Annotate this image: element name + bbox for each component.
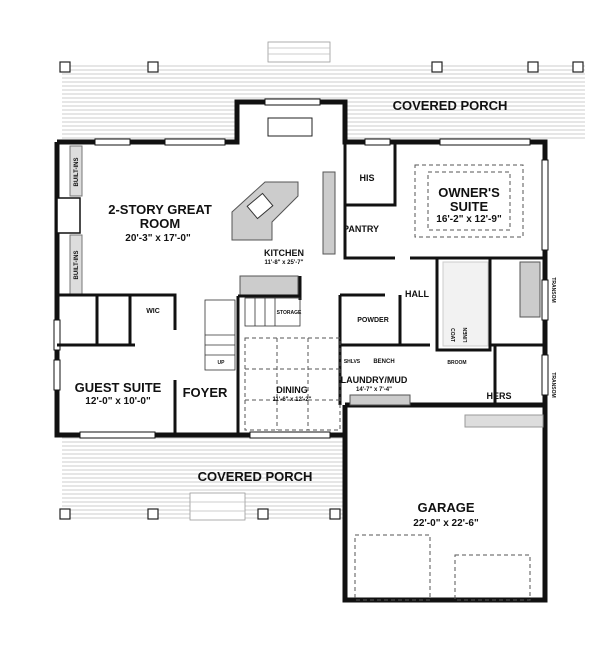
- interior-walls: [57, 142, 545, 435]
- hall-label: HALL: [405, 289, 429, 299]
- dining-dims: 11'-6" x 12'-2": [273, 397, 312, 403]
- built-ins-top-label: BUILT-INS: [74, 158, 80, 187]
- linen-label: LINEN: [463, 327, 469, 342]
- hers-label: HERS: [486, 391, 511, 401]
- garage-label: GARAGE: [417, 500, 474, 515]
- kitchen-counter: [322, 171, 336, 255]
- wic-label: WIC: [146, 308, 160, 315]
- bench-label: BENCH: [373, 359, 394, 365]
- covered-porch-top-label: COVERED PORCH: [393, 98, 508, 113]
- shelves-label: SHLVS: [344, 359, 361, 365]
- house-footprint: [57, 102, 545, 600]
- owners-suite-label-1: OWNER'S: [438, 185, 500, 200]
- storage-label: STORAGE: [277, 310, 302, 316]
- laundry-label: LAUNDRY/MUD: [341, 375, 408, 385]
- bottom-porch-steps: [189, 492, 246, 521]
- stairs-up-label: UP: [218, 360, 226, 366]
- powder-label: POWDER: [357, 317, 389, 324]
- owner-bath-shower: [442, 261, 489, 347]
- garage-door-right: [454, 554, 531, 601]
- windows: [53, 98, 549, 439]
- coat-label: COAT: [449, 328, 455, 342]
- bottom-porch-deck: [62, 437, 345, 521]
- laundry-counter: [349, 394, 411, 406]
- stairs: [204, 297, 301, 371]
- transom-top-label: TRANSOM: [550, 277, 556, 302]
- garage-dims: 22'-0" x 22'-6": [413, 518, 479, 529]
- kitchen-label: KITCHEN: [264, 248, 304, 258]
- kitchen-dims: 11'-8" x 25'-7": [265, 260, 304, 266]
- covered-porch-bottom-label: COVERED PORCH: [198, 469, 313, 484]
- tray-ceiling-outer: [414, 164, 524, 238]
- great-room-label-1: 2-STORY GREAT: [108, 202, 212, 217]
- breakfast-table: [267, 117, 313, 137]
- dining-label: DINING: [276, 385, 308, 395]
- owners-suite-label-2: SUITE: [450, 199, 489, 214]
- fireplace: [56, 197, 81, 234]
- foyer-label: FOYER: [183, 385, 228, 400]
- laundry-dims: 14'-7" x 7'-4": [356, 387, 392, 393]
- great-room-dims: 20'-3" x 17'-0": [125, 233, 191, 244]
- built-ins-top: [69, 145, 83, 197]
- built-ins-bottom-label: BUILT-INS: [74, 251, 80, 280]
- guest-suite-dims: 12'-0" x 10'-0": [85, 396, 151, 407]
- top-porch-steps: [267, 41, 331, 63]
- broom-label: BROOM: [447, 360, 466, 366]
- porch-posts: [59, 61, 584, 520]
- kitchen-back-counter: [239, 275, 299, 297]
- dining-rug: [244, 337, 341, 431]
- exterior-walls: [54, 99, 548, 603]
- transom-bottom-label: TRANSOM: [550, 372, 556, 397]
- owner-bath-vanity: [519, 261, 541, 318]
- great-room-label-2: ROOM: [140, 216, 180, 231]
- garage-door-left: [354, 534, 431, 601]
- pantry-label: PANTRY: [343, 224, 379, 234]
- owners-suite-dims: 16'-2" x 12'-9": [436, 214, 502, 225]
- his-label: HIS: [359, 173, 374, 183]
- garage-step: [464, 414, 544, 428]
- guest-suite-label: GUEST SUITE: [75, 380, 162, 395]
- kitchen-sink: [246, 192, 274, 220]
